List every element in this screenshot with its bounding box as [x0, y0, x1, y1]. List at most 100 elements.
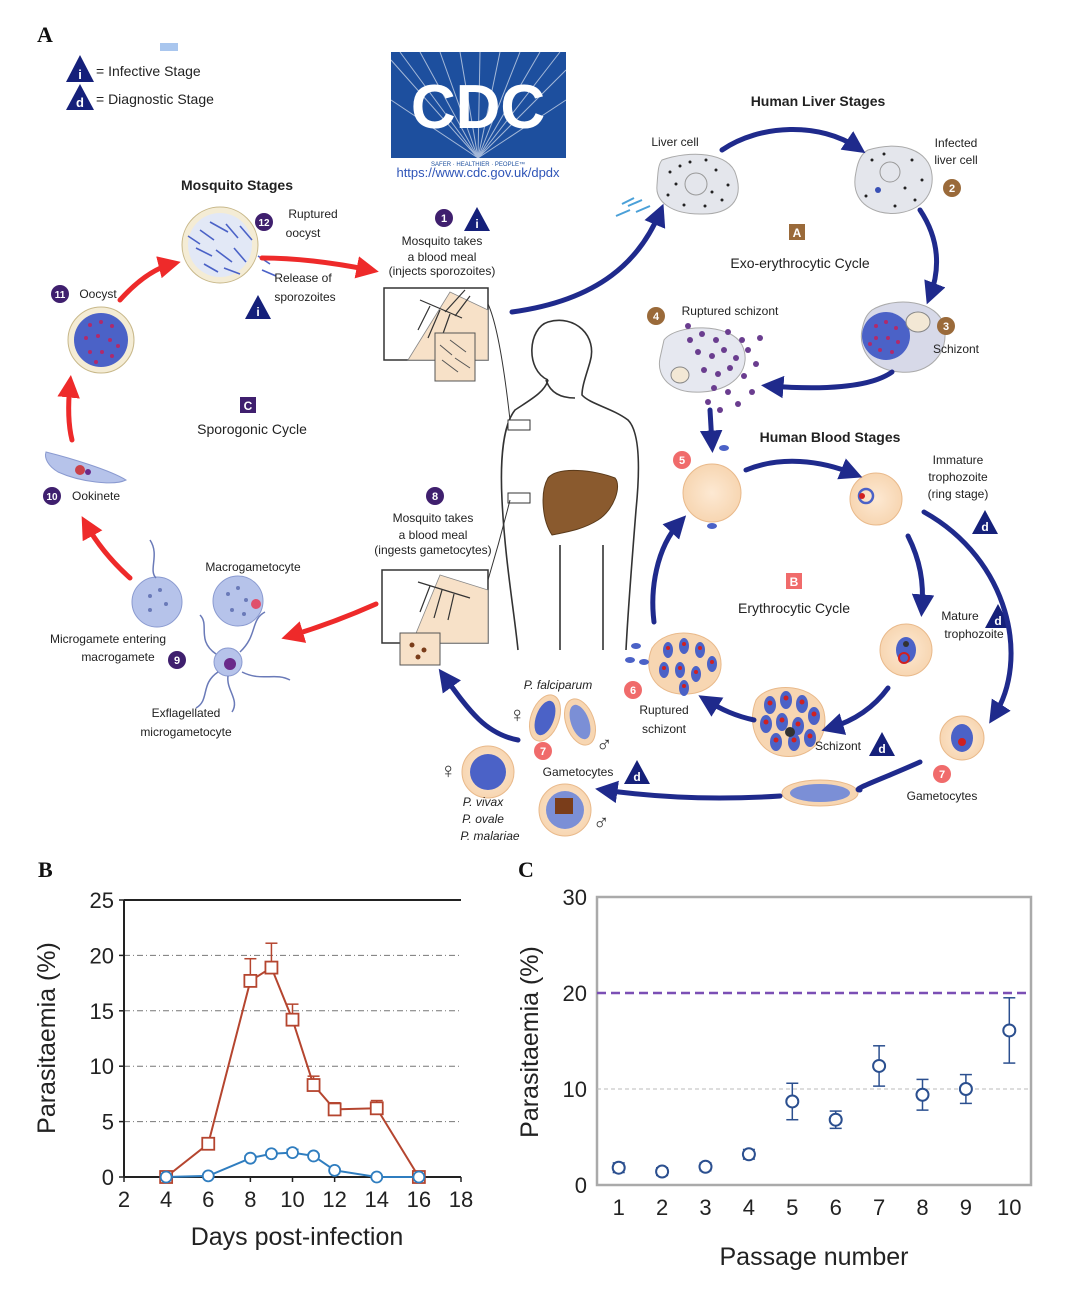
arrow-to-blood-schizont [821, 685, 891, 735]
stage-8-label-2: a blood meal [399, 528, 468, 542]
svg-text:4: 4 [653, 311, 660, 323]
data-point [243, 1151, 257, 1165]
data-point [655, 1164, 670, 1179]
arrow-sporozoites-to-mosquito [259, 255, 379, 279]
arrow-to-ruptured-oocyst [117, 256, 181, 303]
male-symbol-2: ♂ [593, 810, 610, 835]
stage-1-label-2: a blood meal [408, 250, 477, 264]
x-tick-label: 4 [160, 1187, 172, 1212]
diagnostic-icon-mature [985, 604, 1011, 628]
release-label-1: Release of [274, 271, 332, 285]
diagnostic-icon-immature [972, 510, 998, 534]
y-tick-label: 10 [90, 1054, 114, 1079]
mature-trophozoite: Mature trophozoite d [879, 604, 1011, 677]
blood-gametocytes-right: 7 Gametocytes [781, 715, 985, 807]
cdc-tagline: SAFER · HEALTHIER · PEOPLE™ [431, 161, 525, 168]
data-point [958, 1082, 973, 1096]
y-tick-label: 20 [563, 981, 587, 1006]
y-tick-label: 25 [90, 888, 114, 913]
ruptured-liver-schizont: 4 Ruptured schizont [647, 304, 779, 413]
panel-a-lifecycle-diagram: A i = Infective Stage d = Diagnostic Sta… [37, 22, 1014, 843]
ruptured-oocyst-label-2: oocyst [286, 226, 321, 240]
diagnostic-icon-gametocytes [624, 760, 650, 784]
male-symbol-1: ♂ [596, 732, 613, 757]
skin-marker-upper [507, 419, 531, 431]
mature-label-2: trophozoite [944, 627, 1004, 641]
arrow-to-infected-cell [719, 127, 866, 154]
arrow-to-ruptured-blood-schizont [698, 695, 757, 723]
ruptured-blood-schizont: 6 Ruptured schizont [624, 632, 722, 736]
arrow-gametocyte-path [855, 759, 923, 793]
exflag-label-2: microgametocyte [140, 725, 232, 739]
liver-cell-label: Liver cell [651, 135, 698, 149]
cycle-b-marker: B [786, 573, 802, 589]
infected-label-1: Infected [935, 136, 978, 150]
data-point [327, 1102, 342, 1117]
svg-text:3: 3 [943, 321, 949, 333]
svg-text:d: d [878, 742, 885, 756]
microgamete-label-1: Microgamete entering [50, 632, 166, 646]
ruptured-label-2: schizont [642, 722, 687, 736]
data-point [265, 1147, 278, 1161]
x-tick-label: 2 [118, 1187, 130, 1212]
cdc-url[interactable]: https://www.cdc.gov.uk/dpdx [396, 165, 560, 180]
diagnostic-stage-icon: d [66, 84, 94, 110]
y-tick-label: 5 [102, 1110, 114, 1135]
gametocytes-species: P. falciparum ♀ ♂ 7 Gametocytes d ♀ ♂ P.… [440, 678, 650, 843]
x-tick-label: 18 [449, 1187, 473, 1212]
arrow-to-liver-schizont [917, 207, 946, 305]
x-tick-label: 5 [786, 1195, 798, 1220]
immature-label-3: (ring stage) [928, 487, 989, 501]
data-point [915, 1087, 930, 1102]
stage-2-number [943, 179, 961, 197]
erythrocytic-cycle-label: Erythrocytic Cycle [738, 600, 850, 616]
microgamete-entering: Microgamete entering macrogamete 9 [50, 539, 186, 669]
x-tick-label: 6 [202, 1187, 214, 1212]
data-point [785, 1094, 800, 1109]
y-tick-label: 30 [563, 885, 587, 910]
svg-text:10: 10 [46, 492, 58, 503]
p-vivax-label: P. vivax [463, 795, 504, 809]
data-point [698, 1159, 713, 1174]
svg-text:d: d [981, 520, 988, 534]
y-tick-label: 10 [563, 1077, 587, 1102]
liver-stages-title: Human Liver Stages [751, 93, 886, 109]
data-point [412, 1170, 426, 1184]
stage-8-label-3: (ingests gametocytes) [374, 543, 491, 557]
blood-schizont: Schizont d [751, 687, 895, 757]
ruptured-oocyst: 12 Ruptured oocyst Release of sporozoite… [181, 206, 338, 319]
exflag-label-1: Exflagellated [152, 706, 221, 720]
human-body-outline [500, 319, 640, 651]
p-ovale-label: P. ovale [462, 812, 504, 826]
x-tick-label: 4 [743, 1195, 755, 1220]
data-point [369, 1101, 384, 1116]
arrow-to-gametocytes [595, 780, 783, 804]
p-malariae-label: P. malariae [460, 829, 519, 843]
data-point [370, 1170, 384, 1184]
x-tick-label: 10 [997, 1195, 1021, 1220]
ruptured-label-1: Ruptured [639, 703, 688, 717]
ookinete-label: Ookinete [72, 489, 120, 503]
data-point [828, 1112, 843, 1127]
blood-schizont-label: Schizont [815, 739, 862, 753]
cycle-a-marker: A [789, 224, 805, 240]
panel-b-xlabel: Days post-infection [191, 1223, 404, 1251]
panel-c-xlabel: Passage number [719, 1243, 908, 1271]
data-point [307, 1149, 320, 1163]
x-tick-label: 9 [960, 1195, 972, 1220]
blood-stages-title: Human Blood Stages [760, 429, 901, 445]
svg-text:d: d [633, 770, 640, 784]
ruptured-schizont-label: Ruptured schizont [682, 304, 779, 318]
stage-1-label-1: Mosquito takes [402, 234, 483, 248]
cycle-c-marker: C [240, 397, 256, 413]
stage-1-label-3: (injects sporozoites) [389, 264, 496, 278]
y-tick-label: 0 [102, 1165, 114, 1190]
arrow-to-mature [905, 533, 935, 617]
sporogonic-cycle-label: Sporogonic Cycle [197, 421, 307, 437]
gametocytes-label: Gametocytes [543, 765, 614, 779]
legend-diagnostic-label: = Diagnostic Stage [96, 91, 214, 107]
x-tick-label: 8 [916, 1195, 928, 1220]
